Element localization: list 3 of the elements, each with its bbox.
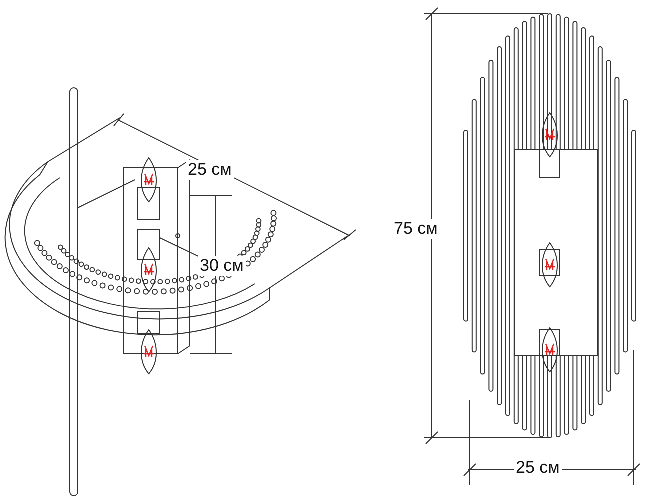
dimension-label: 25 см [186,160,234,180]
dimension-label: 75 см [392,219,440,239]
dimension-label: 30 см [198,256,246,276]
